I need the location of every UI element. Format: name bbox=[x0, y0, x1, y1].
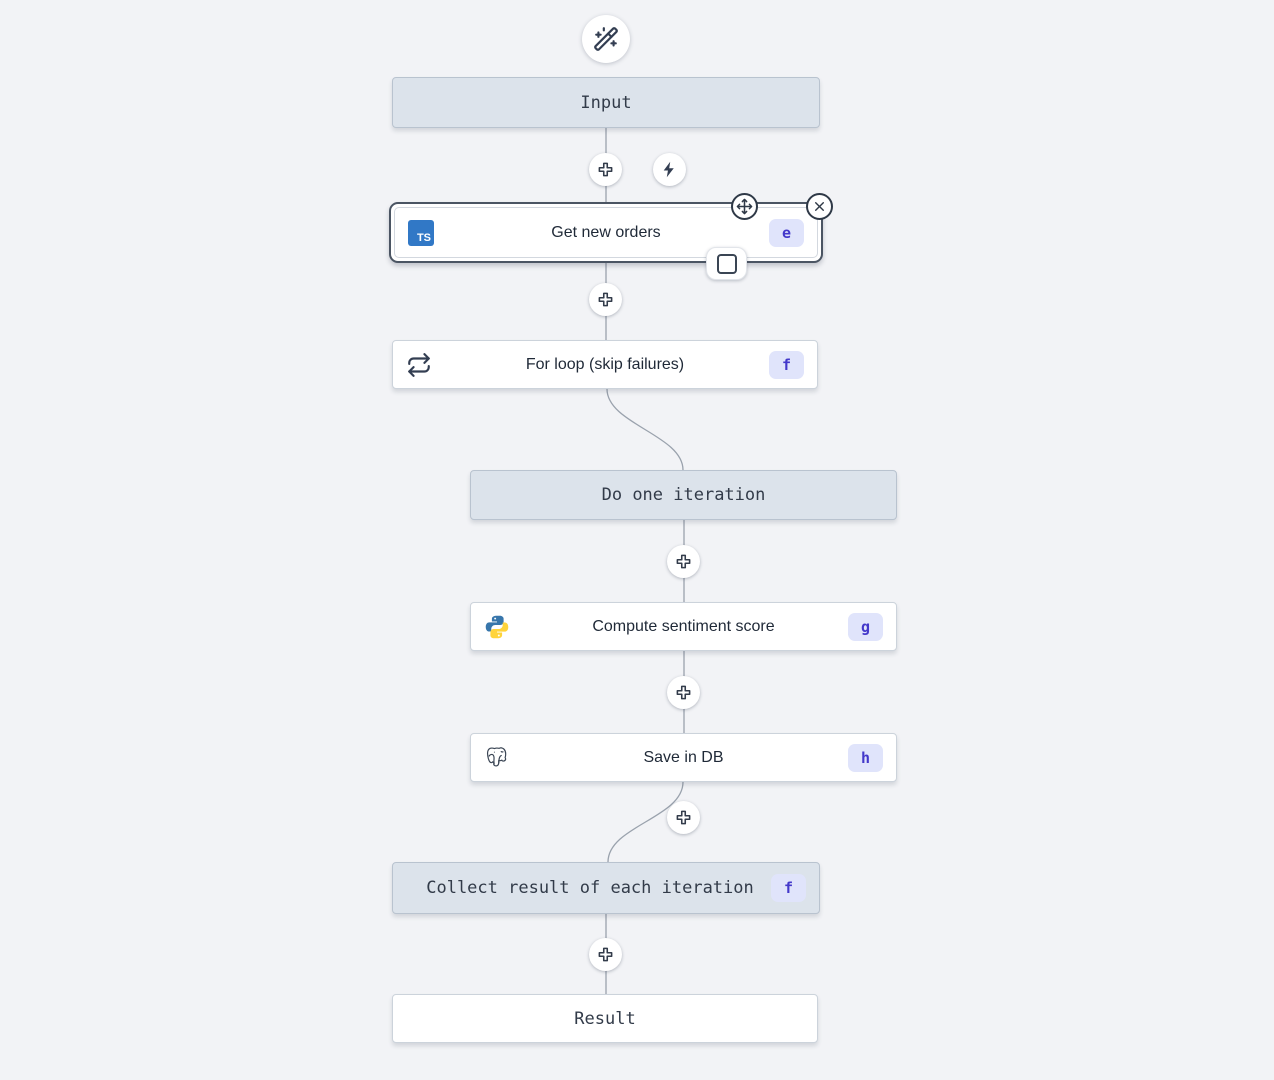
lightning-bolt-icon bbox=[661, 161, 678, 178]
plus-icon bbox=[595, 289, 616, 310]
add-step-button-6[interactable] bbox=[589, 938, 622, 971]
edge-savedb-to-collect bbox=[607, 781, 684, 863]
close-x-icon bbox=[813, 200, 826, 213]
square-icon bbox=[716, 253, 737, 274]
node-for-loop[interactable]: For loop (skip failures) f bbox=[392, 340, 818, 389]
node-get-new-orders-selected-wrapper[interactable]: TS Get new orders e bbox=[389, 202, 823, 263]
plus-icon bbox=[673, 807, 694, 828]
node-get-new-orders-badge: e bbox=[769, 218, 804, 247]
typescript-logo: TS bbox=[408, 219, 434, 246]
add-step-button-4[interactable] bbox=[667, 676, 700, 709]
move-crosshair-icon bbox=[736, 198, 753, 215]
move-node-button[interactable] bbox=[731, 193, 758, 220]
add-step-button-2[interactable] bbox=[589, 283, 622, 316]
node-compute-sentiment[interactable]: Compute sentiment score g bbox=[470, 602, 897, 651]
node-do-one-iteration-label: Do one iteration bbox=[601, 485, 766, 505]
postgresql-elephant-icon bbox=[484, 745, 510, 771]
node-get-new-orders[interactable]: TS Get new orders e bbox=[394, 207, 818, 258]
node-result[interactable]: Result bbox=[392, 994, 818, 1043]
node-do-one-iteration[interactable]: Do one iteration bbox=[470, 470, 897, 520]
plus-icon bbox=[595, 159, 616, 180]
python-logo-icon bbox=[484, 614, 510, 640]
plus-icon bbox=[673, 682, 694, 703]
plus-icon bbox=[673, 551, 694, 572]
add-step-button-5[interactable] bbox=[667, 801, 700, 834]
delete-node-button[interactable] bbox=[806, 193, 833, 220]
node-input-label: Input bbox=[580, 92, 632, 113]
run-trigger-button[interactable] bbox=[653, 153, 686, 186]
node-for-loop-badge: f bbox=[769, 350, 804, 379]
node-save-in-db-label: Save in DB bbox=[643, 748, 724, 766]
add-step-button-3[interactable] bbox=[667, 545, 700, 578]
plus-icon bbox=[595, 944, 616, 965]
node-save-in-db[interactable]: Save in DB h bbox=[470, 733, 897, 782]
wand-sparkles-icon bbox=[593, 26, 619, 52]
trigger-wand-button[interactable] bbox=[582, 15, 630, 63]
node-result-label: Result bbox=[574, 1008, 636, 1029]
node-collect-result-badge: f bbox=[771, 874, 806, 902]
repeat-arrows-icon bbox=[406, 352, 432, 378]
node-input[interactable]: Input bbox=[392, 77, 820, 128]
node-save-in-db-badge: h bbox=[848, 743, 883, 772]
edge-forloop-to-iteration bbox=[606, 388, 684, 471]
add-step-button-1[interactable] bbox=[589, 153, 622, 186]
node-collect-result-label: Collect result of each iteration bbox=[426, 878, 754, 898]
node-compute-sentiment-label: Compute sentiment score bbox=[592, 617, 775, 635]
typescript-logo-icon: TS bbox=[408, 219, 434, 246]
node-collect-result[interactable]: Collect result of each iteration f bbox=[392, 862, 820, 914]
node-get-new-orders-label: Get new orders bbox=[551, 223, 661, 241]
box-select-button[interactable] bbox=[706, 247, 747, 280]
node-for-loop-label: For loop (skip failures) bbox=[525, 355, 685, 373]
node-compute-sentiment-badge: g bbox=[848, 612, 883, 641]
